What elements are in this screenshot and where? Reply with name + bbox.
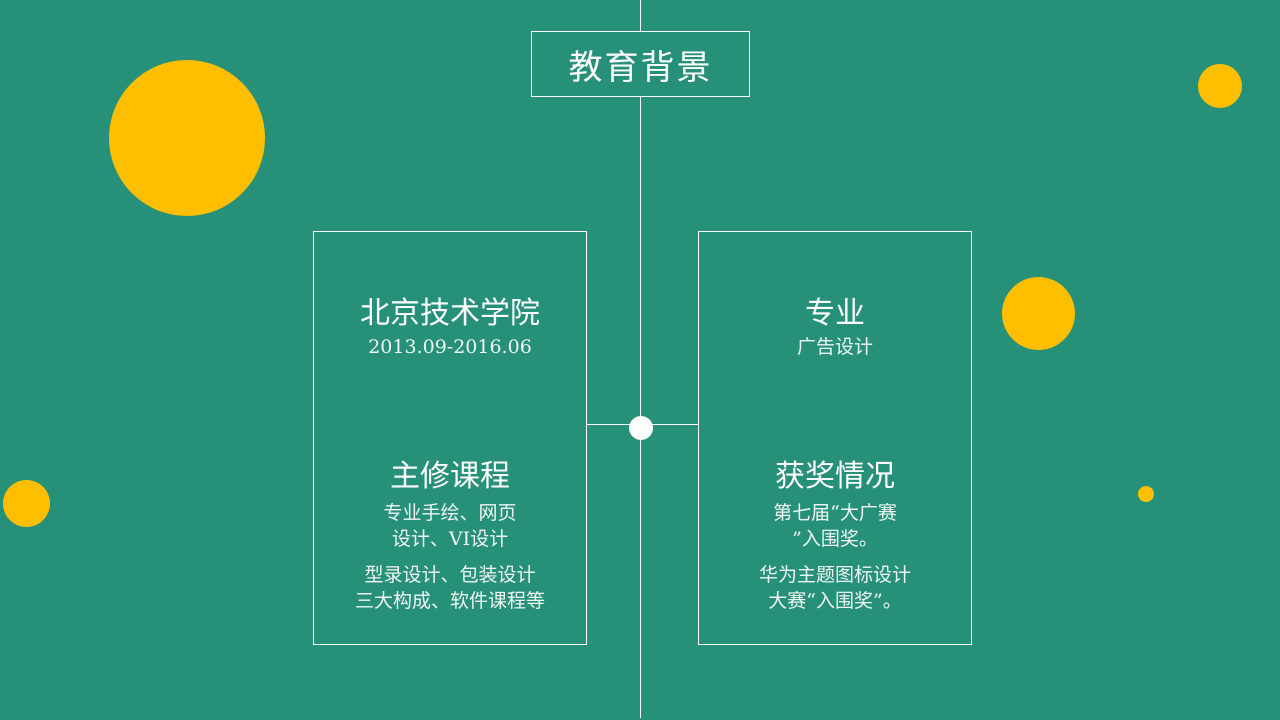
decor-circle-top-right	[1198, 64, 1242, 108]
major-card: 专业 广告设计 获奖情况 第七届“大广赛 ”入围奖。 华为主题图标设计 大赛“入…	[698, 231, 972, 645]
awards-line-4: 大赛“入围奖”。	[768, 590, 902, 612]
section-title-text: 教育背景	[568, 47, 713, 88]
timeline-node	[629, 416, 653, 440]
decor-circle-left	[3, 480, 50, 527]
awards-line-2: ”入围奖。	[792, 528, 878, 550]
courses-line-1: 专业手绘、网页	[383, 502, 517, 524]
courses-line-3: 型录设计、包装设计	[364, 564, 536, 586]
decor-circle-right	[1002, 277, 1075, 350]
decor-circle-large	[109, 60, 265, 216]
connector-left	[587, 424, 640, 425]
study-dates: 2013.09-2016.06	[368, 336, 532, 358]
decor-circle-small	[1138, 486, 1154, 502]
school-name: 北京技术学院	[360, 296, 540, 331]
section-title: 教育背景	[531, 31, 750, 97]
courses-line-4: 三大构成、软件课程等	[354, 590, 545, 612]
timeline-vertical-line	[640, 0, 641, 718]
major-title: 专业	[805, 296, 865, 331]
connector-right	[641, 424, 698, 425]
awards-line-1: 第七届“大广赛	[773, 502, 897, 524]
awards-line-3: 华为主题图标设计	[758, 564, 911, 586]
major-name: 广告设计	[796, 336, 873, 358]
awards-title: 获奖情况	[775, 459, 895, 494]
courses-title: 主修课程	[390, 459, 510, 494]
education-card: 北京技术学院 2013.09-2016.06 主修课程 专业手绘、网页 设计、V…	[313, 231, 587, 645]
courses-line-2: 设计、VI设计	[391, 528, 509, 550]
